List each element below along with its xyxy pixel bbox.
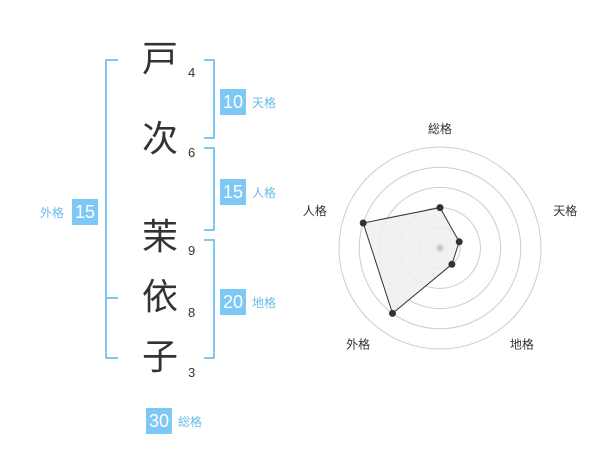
radar-center-dot [436, 244, 444, 252]
name-char-5: 子 [141, 337, 178, 378]
radar-axis-label-5: 人格 [303, 203, 327, 218]
jinkaku-value-badge: 15 [220, 179, 246, 205]
radar-point-3 [448, 260, 456, 268]
stroke-count-4: 8 [188, 305, 196, 320]
chikaku-label: 地格 [252, 296, 277, 310]
tenkaku-value-badge: 10 [220, 89, 246, 115]
radar-polygon [362, 207, 460, 315]
jinkaku-bracket [204, 147, 215, 231]
stroke-count-2: 6 [188, 145, 196, 160]
radar-ring-4 [358, 166, 522, 330]
name-char-2: 次 [141, 119, 178, 160]
radar-point-4 [389, 309, 396, 317]
stroke-count-3: 9 [188, 243, 196, 258]
name-char-1: 戸 [141, 39, 178, 80]
gaikaku-value-badge: 15 [72, 199, 98, 225]
radar-axis-label-2: 天格 [553, 203, 577, 218]
soukaku-label: 総格 [178, 415, 203, 429]
radar-point-2 [455, 238, 463, 246]
radar-axis-label-3: 地格 [510, 336, 534, 351]
stroke-count-1: 4 [188, 65, 196, 80]
chikaku-bracket [204, 239, 215, 359]
gaikaku-label: 外格 [40, 206, 65, 220]
tenkaku-label: 天格 [252, 96, 277, 110]
radar-axis-label-4: 外格 [346, 336, 370, 351]
radar-point-1 [436, 204, 444, 212]
tenkaku-bracket [204, 59, 215, 139]
soukaku-value-badge: 30 [146, 408, 172, 434]
chikaku-value-badge: 20 [220, 289, 246, 315]
radar-point-5 [359, 219, 367, 227]
gaikaku-bracket [105, 59, 118, 359]
name-char-4: 依 [141, 277, 178, 318]
name-char-3: 茉 [141, 217, 178, 258]
jinkaku-label: 人格 [252, 186, 277, 200]
radar-axis-label-1: 総格 [428, 121, 452, 136]
stroke-count-5: 3 [188, 365, 196, 380]
radar-ring-5 [338, 146, 542, 350]
